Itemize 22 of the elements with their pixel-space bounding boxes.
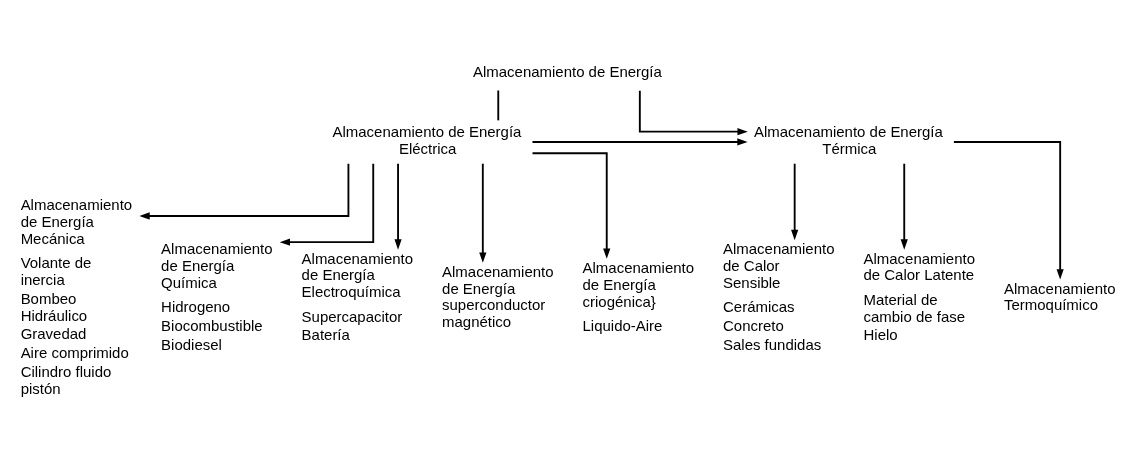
node-text: Almacenamiento de Energía Térmica bbox=[753, 123, 943, 157]
node-text: Almacenamiento de Calor Sensible Cerámicas Concreto Sales fundidas bbox=[723, 240, 835, 353]
arrow bbox=[531, 138, 748, 146]
node-text: Almacenamiento de Energía Mecánica Volante de inercia Bombeo Hidráulico Gravedad Aire comprimido Cilindro fluido pistón bbox=[20, 196, 133, 397]
node-text: Almacenamiento de Energía Electroquímica Supercapacitor Batería bbox=[301, 249, 414, 344]
arrow bbox=[394, 162, 402, 250]
arrow bbox=[952, 141, 1064, 280]
arrow bbox=[791, 162, 799, 241]
arrow bbox=[900, 162, 908, 250]
arrow bbox=[279, 162, 375, 246]
arrow bbox=[638, 89, 748, 136]
node-text: Almacenamiento de Calor Latente Material de cambio de fase Hielo bbox=[863, 249, 975, 344]
node-text: Almacenamiento de Energía bbox=[472, 63, 662, 81]
node-text: Almacenamiento de Energía Química Hidrogeno Biocombustible Biodiesel bbox=[161, 240, 273, 353]
node-text: Almacenamiento de Energía Eléctrica bbox=[332, 123, 522, 157]
arrow bbox=[139, 162, 350, 220]
node-text: Almacenamiento de Energía criogénica} Liquido-Aire bbox=[582, 258, 695, 334]
connector bbox=[497, 89, 500, 122]
arrow bbox=[479, 162, 487, 263]
node-text: Almacenamiento de Energía superconductor magnético bbox=[442, 262, 554, 331]
arrow bbox=[531, 152, 611, 259]
node-text: Almacenamiento Termoquímico bbox=[1003, 279, 1116, 314]
